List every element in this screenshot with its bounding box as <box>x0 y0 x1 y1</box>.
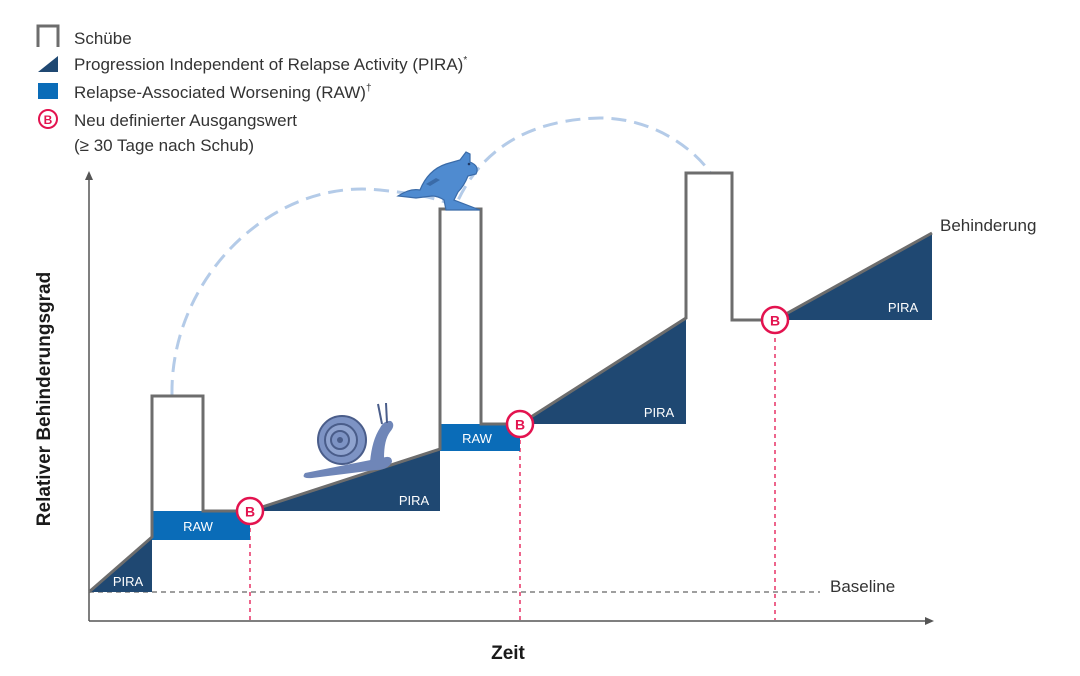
y-axis-title: Relativer Behinderungsgrad <box>34 272 55 526</box>
kangaroo-icon <box>396 151 481 211</box>
axes <box>85 171 934 625</box>
pira-label-1: PIRA <box>113 574 144 589</box>
x-axis-arrow-icon <box>925 617 934 625</box>
legend-schuebe-label: Schübe <box>74 29 132 48</box>
legend: Schübe Progression Independent of Relaps… <box>36 24 467 155</box>
b-marker-1: B <box>235 496 265 526</box>
b-marker-icon <box>235 496 265 526</box>
b-marker-letter: B <box>245 504 255 520</box>
pira-label-4: PIRA <box>888 300 919 315</box>
legend-schuebe-symbol <box>36 24 60 47</box>
legend-b-marker-icon <box>38 109 58 129</box>
x-axis-title: Zeit <box>491 643 525 664</box>
pira-label-3: PIRA <box>644 405 675 420</box>
baseline-label: Baseline <box>830 577 895 596</box>
legend-baseline-new-line1: Neu definierter Ausgangswert <box>74 111 297 130</box>
legend-pira-label: Progression Independent of Relapse Activ… <box>74 55 467 74</box>
raw-label-2: RAW <box>462 431 493 446</box>
b-marker-2: B <box>505 409 535 439</box>
legend-raw-mark: † <box>366 83 372 94</box>
snail-icon <box>303 402 394 479</box>
b-marker-icon <box>760 305 790 335</box>
b-marker-3: B <box>760 305 790 335</box>
legend-b-marker-letter: B <box>44 113 53 127</box>
behinderung-label: Behinderung <box>940 216 1036 235</box>
y-axis-arrow-icon <box>85 171 93 180</box>
b-marker-icon <box>505 409 535 439</box>
b-marker-letter: B <box>515 417 525 433</box>
raw-box-1 <box>152 511 250 540</box>
legend-pira-mark: * <box>463 55 467 66</box>
legend-pira-text: Progression Independent of Relapse Activ… <box>74 55 463 74</box>
legend-raw-text: Relapse-Associated Worsening (RAW) <box>74 83 366 102</box>
legend-baseline-new-line2: (≥ 30 Tage nach Schub) <box>74 136 254 155</box>
legend-raw-label: Relapse-Associated Worsening (RAW)† <box>74 83 372 102</box>
b-marker-letter: B <box>770 313 780 329</box>
legend-pira-symbol <box>38 56 58 72</box>
raw-label-1: RAW <box>183 519 214 534</box>
pira-label-2: PIRA <box>399 493 430 508</box>
disability-path <box>88 171 933 594</box>
legend-raw-symbol <box>38 83 58 99</box>
